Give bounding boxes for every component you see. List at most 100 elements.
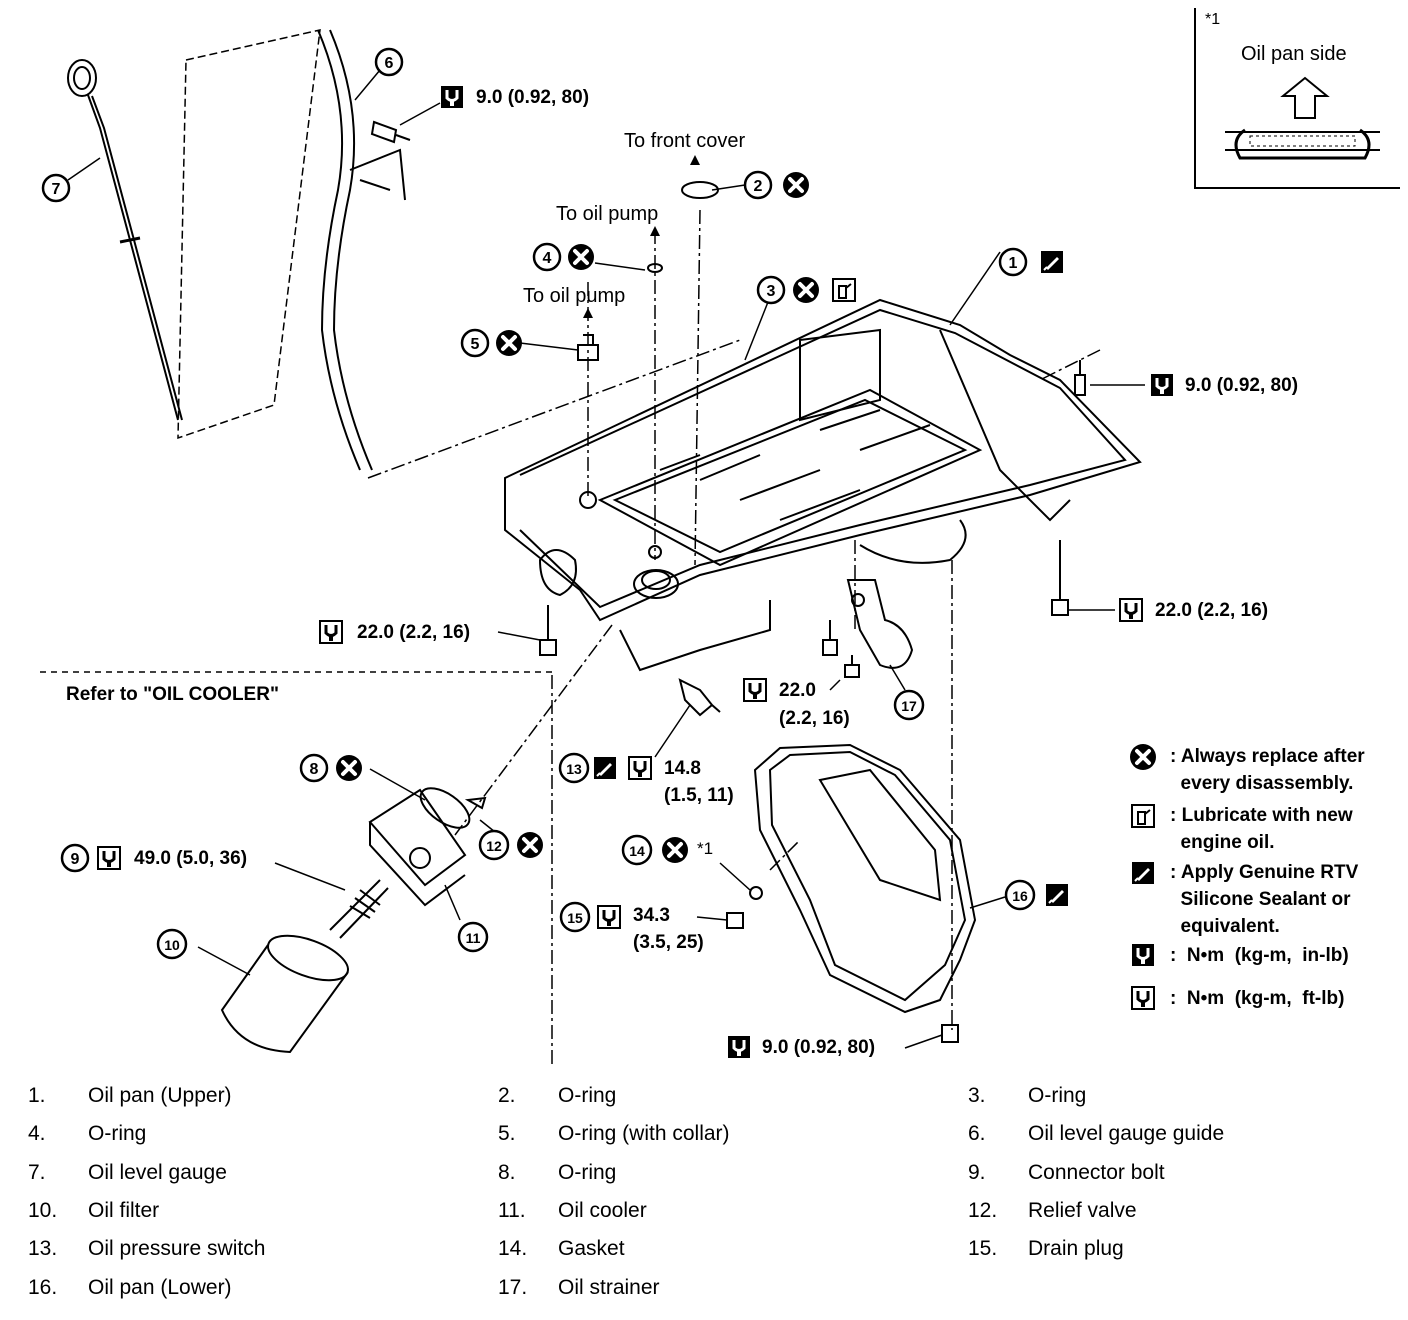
part-number: 16. — [28, 1276, 58, 1299]
callout-2 — [743, 170, 773, 200]
lubricate-icon — [832, 278, 856, 302]
always-replace-icon — [791, 275, 821, 305]
legend-lubricate: : Lubricate with new engine oil. — [1170, 802, 1353, 856]
svg-text:17: 17 — [901, 698, 917, 714]
always-replace-icon — [1128, 742, 1158, 772]
legend-torque-inlb: : N•m (kg-m, in-lb) — [1170, 942, 1349, 969]
torque-ftlb-icon — [1130, 985, 1156, 1011]
part-name: Connector bolt — [1028, 1161, 1165, 1184]
exploded-diagram: 7 6 2 4 5 3 1 17 13 8 12 11 9 10 14 15 1… — [40, 8, 1400, 1065]
callout-4 — [532, 242, 562, 272]
torque-ftlb-icon — [627, 755, 653, 781]
to-oil-pump-label: To oil pump — [556, 203, 659, 225]
legend-text: : N•m (kg-m, in-lb) — [1170, 945, 1349, 966]
part-name: Oil filter — [88, 1199, 160, 1222]
svg-text:5: 5 — [471, 336, 480, 353]
torque-label: 22.0 (2.2, 16) — [357, 622, 471, 643]
torque-inlb-icon — [1130, 942, 1156, 968]
svg-text:1: 1 — [1009, 255, 1018, 272]
o-ring-4-drawing — [647, 263, 663, 273]
bolt-top-drawing — [370, 120, 411, 144]
sealant-icon — [1040, 250, 1064, 274]
callout-13 — [558, 752, 590, 784]
part-number: 2. — [498, 1084, 516, 1107]
callout-6 — [374, 47, 404, 77]
part-number: 8. — [498, 1161, 516, 1184]
part-name: Drain plug — [1028, 1237, 1124, 1260]
torque-label: 34.3 — [633, 905, 670, 926]
part-name: O-ring — [558, 1084, 617, 1107]
svg-text:4: 4 — [543, 250, 552, 267]
part-name: O-ring — [88, 1122, 147, 1145]
part-name: Oil strainer — [558, 1276, 660, 1299]
torque-label: 22.0 — [779, 680, 816, 701]
torque-label: 49.0 (5.0, 36) — [134, 848, 248, 869]
part-number: 10. — [28, 1199, 58, 1222]
oil-level-gauge-drawing — [67, 59, 183, 421]
part-name: Gasket — [558, 1237, 625, 1260]
callout-1 — [998, 247, 1028, 277]
part-number: 11. — [498, 1199, 526, 1222]
part-name: O-ring (with collar) — [558, 1122, 730, 1145]
part-number: 12. — [968, 1199, 998, 1222]
svg-text:3: 3 — [767, 283, 776, 300]
part-name: Oil level gauge — [88, 1161, 227, 1184]
oil-filter-drawing — [220, 934, 349, 1054]
callout-7 — [41, 173, 71, 203]
torque-label: 9.0 (0.92, 80) — [762, 1037, 876, 1058]
torque-label: (1.5, 11) — [664, 785, 734, 806]
torque-label: (3.5, 25) — [633, 932, 704, 953]
part-name: Oil cooler — [558, 1199, 647, 1222]
svg-text:9: 9 — [71, 851, 80, 868]
svg-text:2: 2 — [754, 178, 763, 195]
legend-sealant: : Apply Genuine RTV Silicone Sealant or … — [1170, 859, 1358, 940]
part-name: Relief valve — [1028, 1199, 1137, 1222]
guide-dashed-outline — [177, 29, 321, 440]
legend-text: : N•m (kg-m, ft-lb) — [1170, 988, 1345, 1009]
o-ring-5-drawing — [577, 334, 599, 361]
bolts-drawing — [539, 360, 1086, 1043]
part-number: 4. — [28, 1122, 46, 1145]
callout-9 — [60, 843, 90, 873]
torque-inlb-icon — [726, 1034, 752, 1060]
part-number: 3. — [968, 1084, 986, 1107]
part-number: 15. — [968, 1237, 998, 1260]
torque-ftlb-icon — [742, 677, 768, 703]
svg-text:13: 13 — [566, 761, 582, 777]
callout-15 — [559, 901, 591, 933]
svg-text:10: 10 — [164, 937, 180, 953]
callout-11 — [457, 921, 489, 953]
svg-text:6: 6 — [385, 55, 394, 72]
part-number: 6. — [968, 1122, 986, 1145]
torque-label: 22.0 (2.2, 16) — [1155, 600, 1269, 621]
inset-reference-mark: *1 — [697, 839, 714, 858]
oil-cooler-drawing — [368, 787, 487, 907]
parts-list: 1.Oil pan (Upper) 2.O-ring 3.O-ring 4.O-… — [0, 1076, 1408, 1320]
part-number: 14. — [498, 1237, 528, 1260]
part-number: 7. — [28, 1161, 46, 1184]
lubricate-icon — [1131, 804, 1155, 828]
svg-text:14: 14 — [629, 843, 645, 859]
torque-ftlb-icon — [96, 845, 122, 871]
callout-5 — [460, 328, 490, 358]
svg-text:11: 11 — [466, 930, 481, 946]
part-number: 9. — [968, 1161, 986, 1184]
to-front-cover-label: To front cover — [624, 130, 746, 152]
callout-10 — [156, 928, 188, 960]
upper-oil-pan-drawing — [504, 298, 1142, 672]
legend-torque-ftlb: : N•m (kg-m, ft-lb) — [1170, 985, 1344, 1012]
part-name: Oil level gauge guide — [1028, 1122, 1225, 1145]
always-replace-icon — [515, 830, 545, 860]
torque-ftlb-icon — [1118, 597, 1144, 623]
callout-12 — [478, 829, 510, 861]
legend-always-replace: : Always replace after every disassembly… — [1170, 743, 1365, 797]
torque-label: 9.0 (0.92, 80) — [476, 87, 590, 108]
oil-strainer-drawing — [846, 579, 914, 669]
svg-text:8: 8 — [310, 761, 319, 778]
arrow-up-icons — [583, 155, 700, 318]
torque-label: 14.8 — [664, 758, 701, 779]
part-number: 1. — [28, 1084, 46, 1107]
sealant-icon — [1045, 883, 1069, 907]
svg-text:12: 12 — [486, 838, 502, 854]
refer-oil-cooler-note: Refer to "OIL COOLER" — [66, 684, 279, 705]
